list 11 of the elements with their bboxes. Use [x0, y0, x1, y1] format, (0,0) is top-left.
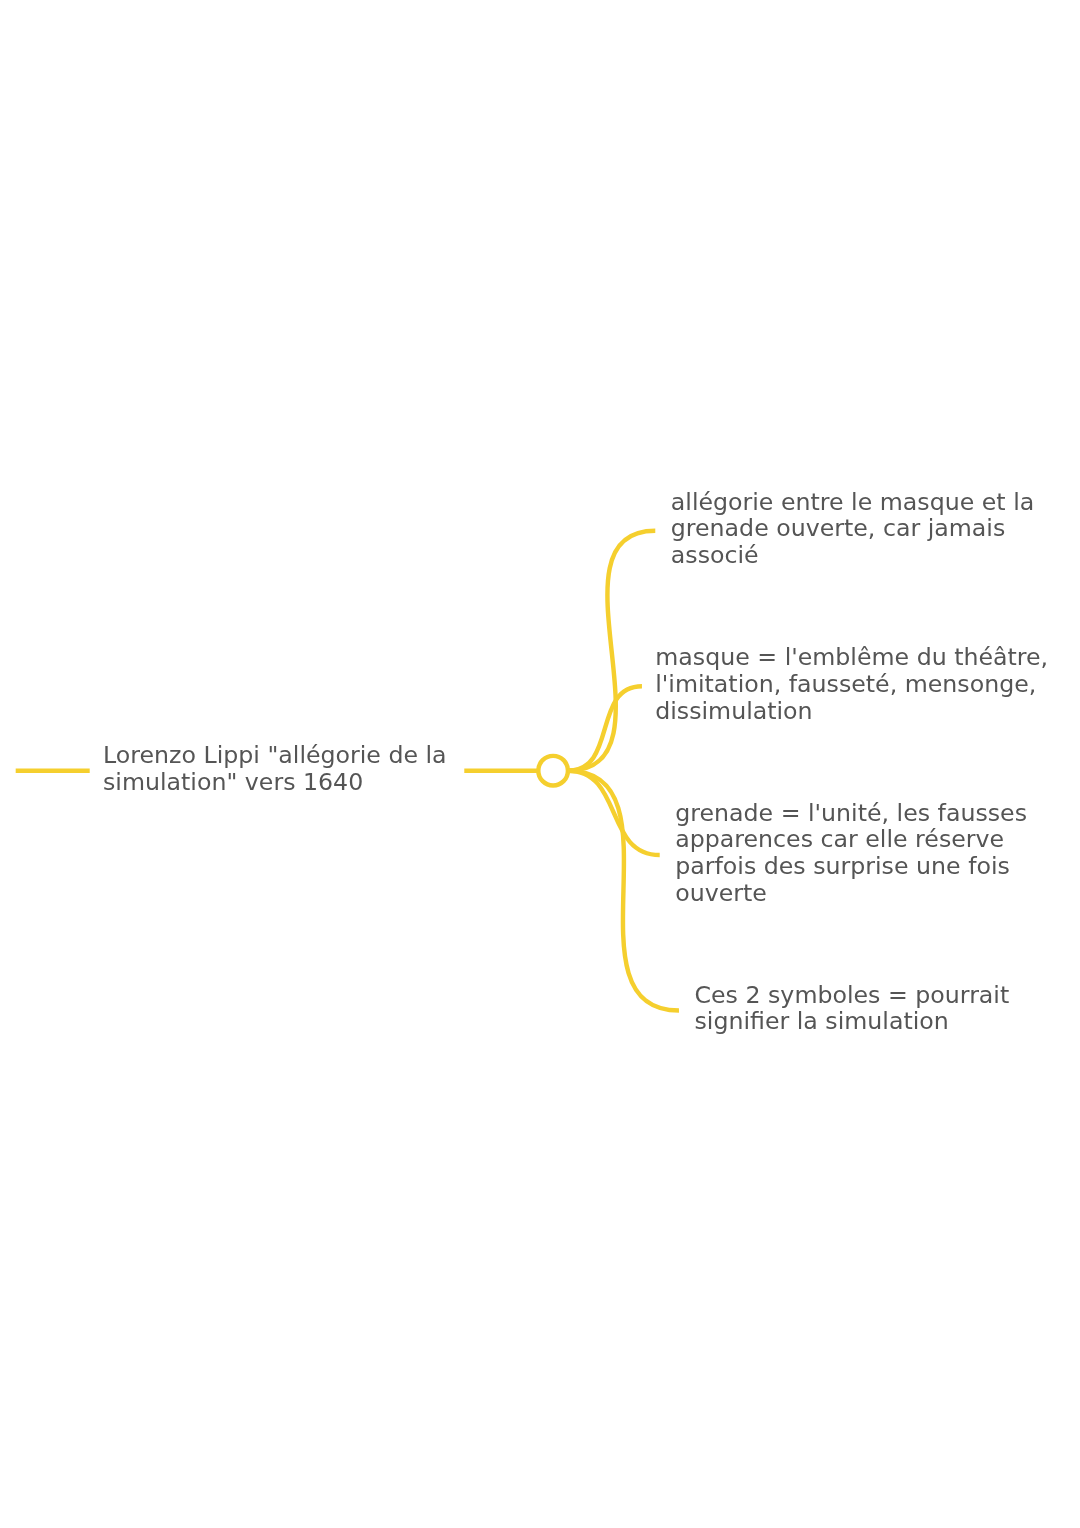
- node-text: allégorie entre le masque et la grenade ouverte, car jamais associé: [670, 487, 1035, 570]
- node-text: grenade = l'unité, les fausses apparences car elle réserve parfois des surprise une fois ouverte: [675, 798, 1028, 907]
- connector: [567, 684, 643, 773]
- node-text: masque = l'emblême du théâtre, l'imitation, fausseté, mensonge, dissimulation: [655, 643, 1049, 725]
- node-text: Ces 2 symboles = pourrait signifier la simulation: [694, 980, 1010, 1036]
- node-circle: [536, 753, 571, 788]
- connector: [567, 528, 656, 773]
- node-text: Lorenzo Lippi "allégorie de la simulation" vers 1640: [103, 740, 447, 796]
- connector: [464, 768, 539, 773]
- connector: [567, 768, 680, 1013]
- connector: [15, 768, 90, 773]
